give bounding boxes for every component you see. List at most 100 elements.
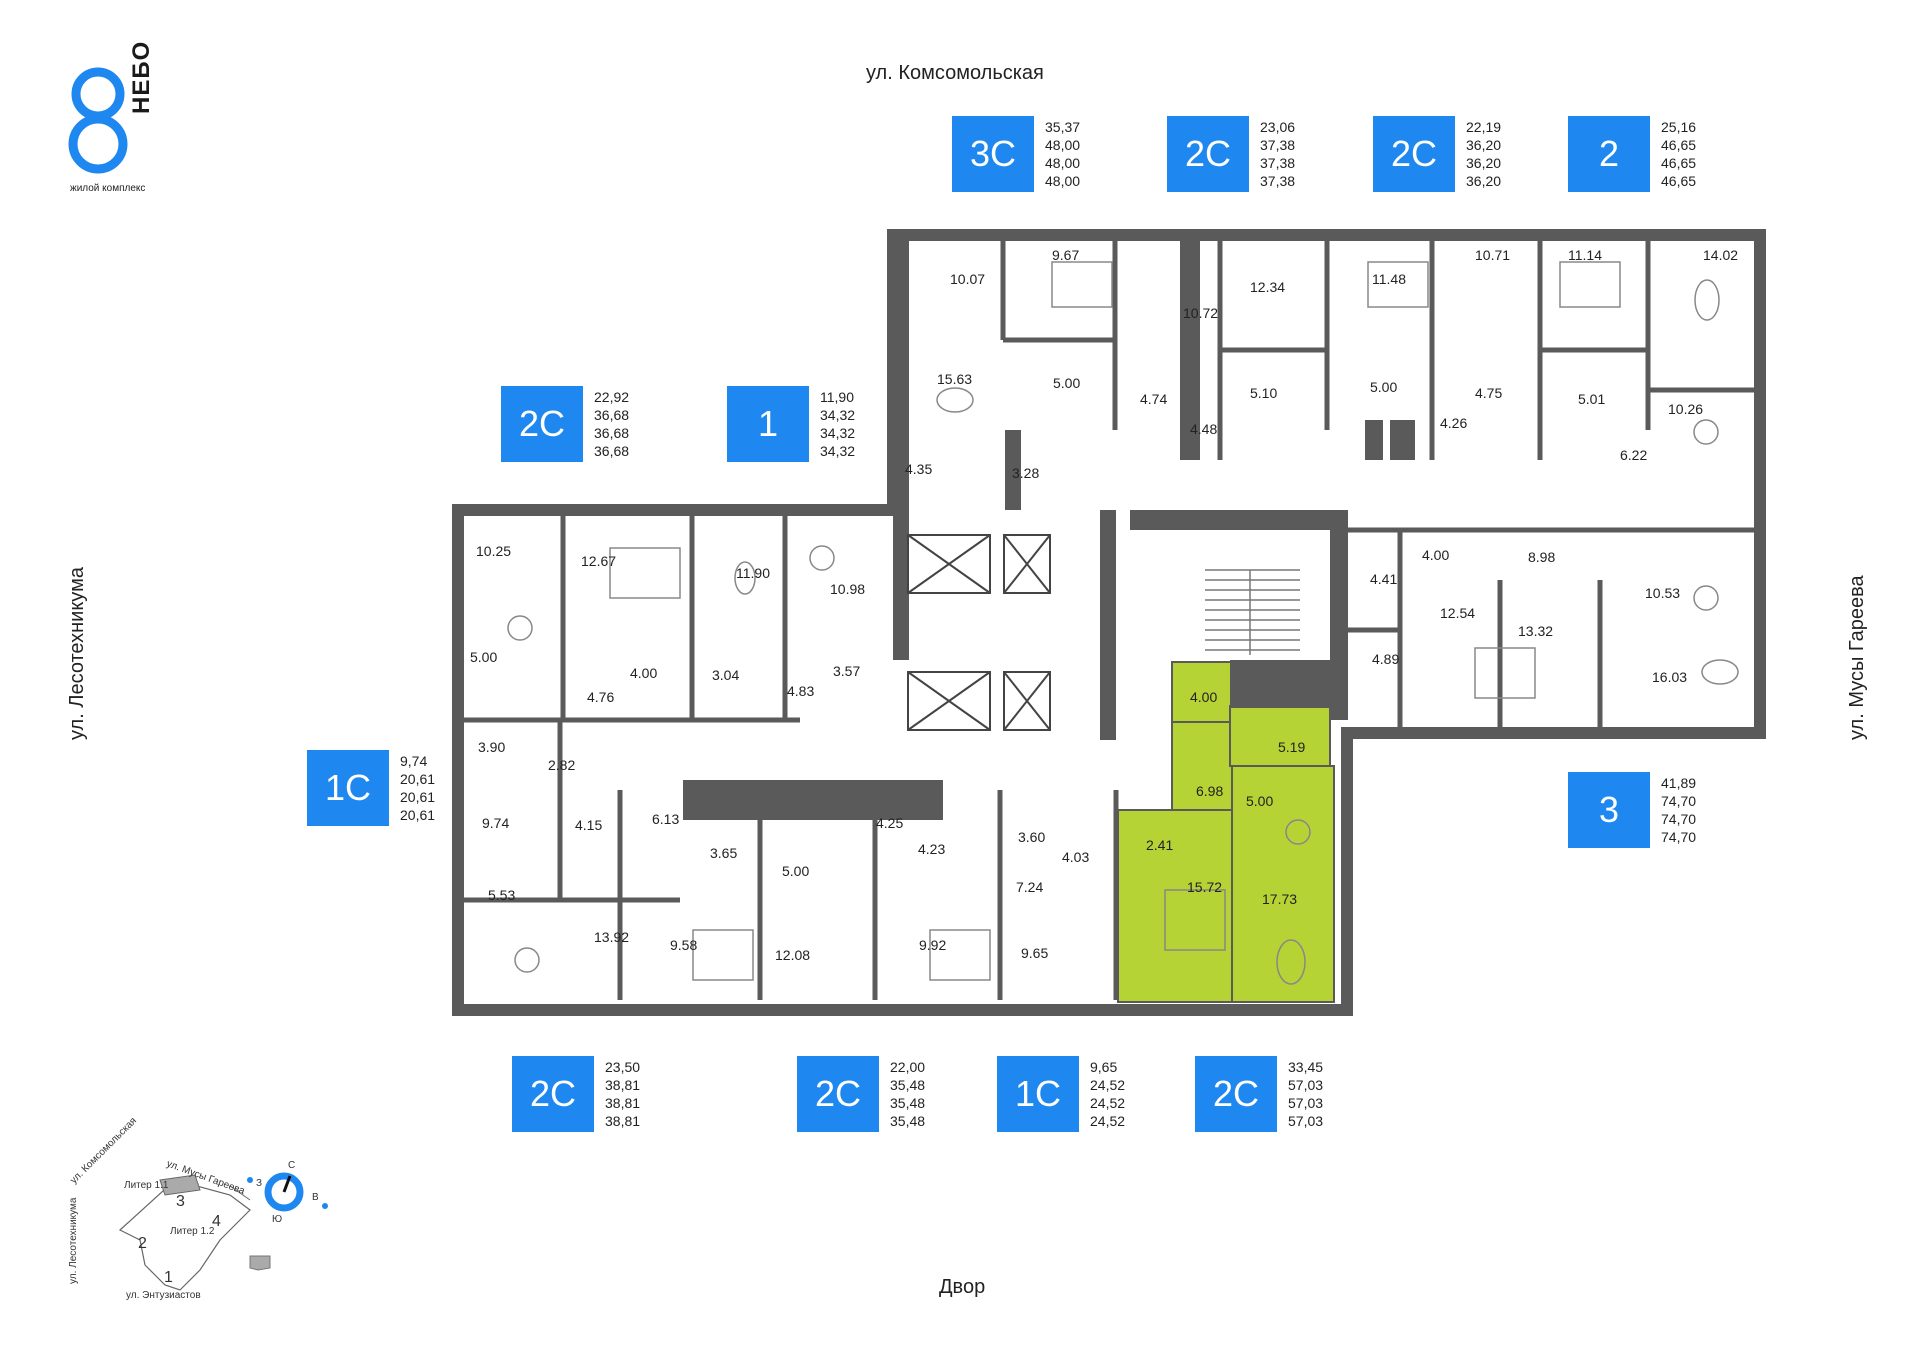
room-area: 5.00	[1053, 375, 1080, 391]
room-area: 6.98	[1196, 783, 1223, 799]
partitions	[458, 240, 1760, 1000]
room-area: 9.58	[670, 937, 697, 953]
room-area: 4.25	[876, 815, 903, 831]
room-area: 4.89	[1372, 651, 1399, 667]
room-area: 11.48	[1372, 271, 1406, 287]
room-area: 10.53	[1645, 585, 1680, 601]
room-area: 4.15	[575, 817, 602, 833]
room-area: 12.54	[1440, 605, 1475, 621]
room-area: 3.65	[710, 845, 737, 861]
compass-south: Ю	[272, 1214, 282, 1225]
room-area: 3.04	[712, 667, 739, 683]
room-area: 14.02	[1703, 247, 1738, 263]
apartment-badge[interactable]: 3С	[952, 116, 1034, 192]
room-area: 9.65	[1021, 945, 1048, 961]
room-area: 17.73	[1262, 891, 1297, 907]
compass-west: З	[256, 1178, 262, 1189]
room-area: 4.00	[630, 665, 657, 681]
minimap-number: 3	[176, 1193, 185, 1210]
room-area: 4.83	[787, 683, 814, 699]
room-area: 3.60	[1018, 829, 1045, 845]
minimap-number: 4	[212, 1213, 221, 1230]
apartment-badge[interactable]: 1С	[997, 1056, 1079, 1132]
apartment-badge[interactable]: 2С	[797, 1056, 879, 1132]
room-area: 10.07	[950, 271, 985, 287]
room-area: 5.19	[1278, 739, 1305, 755]
room-area: 5.00	[1246, 793, 1273, 809]
room-area: 4.76	[587, 689, 614, 705]
room-area: 10.72	[1183, 305, 1218, 321]
room-area: 9.74	[482, 815, 509, 831]
room-area: 4.23	[918, 841, 945, 857]
room-labels: 10.07 9.67 10.72 12.34 11.48 10.71 11.14…	[470, 247, 1738, 963]
minimap-building: Литер 1.1	[124, 1180, 169, 1191]
room-area: 8.98	[1528, 549, 1555, 565]
room-area: 4.03	[1062, 849, 1089, 865]
apartment-badge[interactable]: 1	[727, 386, 809, 462]
site-minimap: ул. Комсомольская ул. Мусы Гареева ул. Л…	[68, 1115, 328, 1301]
apartment-badge[interactable]: 2С	[1195, 1056, 1277, 1132]
elevators	[907, 534, 1051, 731]
room-area: 13.92	[594, 929, 629, 945]
minimap-street: ул. Комсомольская	[68, 1115, 139, 1186]
apartment-badge[interactable]: 2С	[501, 386, 583, 462]
room-area: 15.72	[1187, 879, 1222, 895]
room-area: 3.90	[478, 739, 505, 755]
apartment-badge[interactable]: 2С	[1373, 116, 1455, 192]
compass-north: С	[288, 1160, 295, 1171]
compass-east: В	[312, 1192, 319, 1203]
room-area: 10.98	[830, 581, 865, 597]
room-area: 10.71	[1475, 247, 1510, 263]
room-area: 13.32	[1518, 623, 1553, 639]
logo: НЕБО жилой комплекс	[66, 41, 166, 196]
apartment-badge[interactable]: 2	[1568, 116, 1650, 192]
room-area: 10.25	[476, 543, 511, 559]
apartment-badge[interactable]: 3	[1568, 772, 1650, 848]
room-area: 11.90	[736, 565, 770, 581]
room-area: 5.00	[470, 649, 497, 665]
room-area: 3.57	[833, 663, 860, 679]
furniture	[507, 261, 1739, 985]
room-area: 5.00	[1370, 379, 1397, 395]
room-area: 4.41	[1370, 571, 1397, 587]
room-area: 5.00	[782, 863, 809, 879]
room-area: 12.08	[775, 947, 810, 963]
minimap-number: 2	[138, 1235, 147, 1252]
room-area: 15.63	[937, 371, 972, 387]
room-area: 5.01	[1578, 391, 1605, 407]
highlighted-apartment[interactable]	[1117, 661, 1335, 1003]
minimap-number: 1	[164, 1269, 173, 1286]
apartment-badge[interactable]: 2С	[512, 1056, 594, 1132]
room-area: 3.28	[1012, 465, 1039, 481]
room-area: 4.74	[1140, 391, 1167, 407]
minimap-street: ул. Лесотехникума	[68, 1197, 79, 1284]
room-area: 12.67	[581, 553, 616, 569]
logo-eight-mark	[68, 67, 128, 174]
room-area: 5.53	[488, 887, 515, 903]
minimap-building: Литер 1.2	[170, 1226, 215, 1237]
apartment-badge[interactable]: 1С	[307, 750, 389, 826]
room-area: 4.35	[905, 461, 932, 477]
room-area: 2.41	[1146, 837, 1173, 853]
room-area: 7.24	[1016, 879, 1043, 895]
room-area: 10.26	[1668, 401, 1703, 417]
stairs	[1205, 569, 1300, 655]
street-top: ул. Комсомольская	[866, 62, 1044, 84]
apartment-badge[interactable]: 2С	[1167, 116, 1249, 192]
room-area: 12.34	[1250, 279, 1285, 295]
room-area: 6.13	[652, 811, 679, 827]
room-area: 2.82	[548, 757, 575, 773]
room-area: 4.48	[1190, 421, 1217, 437]
room-area: 4.75	[1475, 385, 1502, 401]
compass-icon	[264, 1172, 304, 1212]
